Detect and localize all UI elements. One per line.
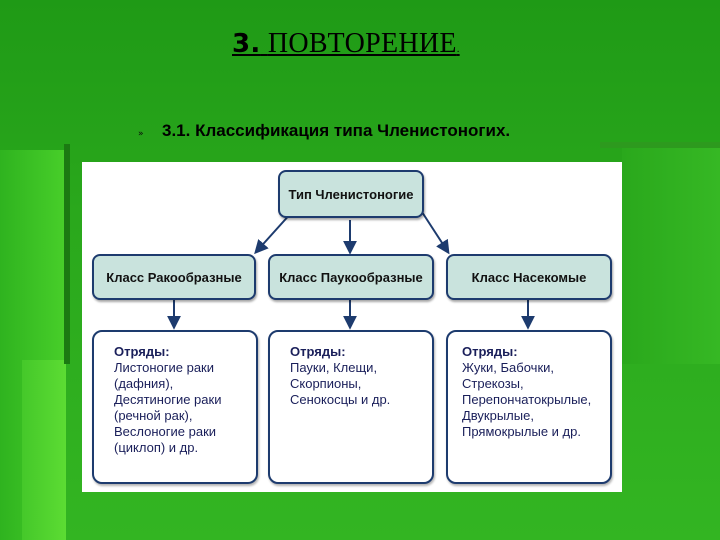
class-node-insects: Класс Насекомые <box>446 254 612 300</box>
orders-line: Скорпионы, <box>290 376 362 391</box>
orders-line: (речной рак), <box>114 408 193 423</box>
bullet-icon: » <box>138 129 144 139</box>
decor-stripe <box>600 142 720 148</box>
orders-line: Листоногие раки <box>114 360 214 375</box>
orders-line: (циклоп) и др. <box>114 440 199 455</box>
diagram-panel: Тип Членистоногие Класс Ракообразные Кла… <box>82 162 622 492</box>
arrow-root-right <box>421 211 450 255</box>
diagram-arrows <box>167 211 535 330</box>
orders-line: Жуки, Бабочки, <box>462 360 555 375</box>
orders-line: Прямокрылые и др. <box>462 424 581 439</box>
orders-heading: Отряды: <box>462 344 518 359</box>
orders-heading: Отряды: <box>290 344 346 359</box>
slide-title: 3. ПОВТОРЕНИЕ. <box>232 28 460 60</box>
orders-line: Стрекозы, <box>462 376 524 391</box>
orders-box-arachnids: Отряды: Пауки, Клещи, Скорпионы, Сенокос… <box>268 330 434 484</box>
class-node-label: Класс Насекомые <box>471 269 587 285</box>
orders-line: Десятиногие раки <box>114 392 222 407</box>
slide-subtitle: 3.1. Классификация типа Членистоногих. <box>162 121 511 140</box>
orders-line: Пауки, Клещи, <box>290 360 378 375</box>
orders-line: Сенокосцы и др. <box>290 392 391 407</box>
decor-stripe <box>622 144 720 364</box>
orders-heading: Отряды: <box>114 344 170 359</box>
orders-line: Двукрылые, <box>462 408 534 423</box>
class-node-label: Класс Ракообразные <box>106 269 242 285</box>
decor-stripe <box>22 360 66 540</box>
root-node: Тип Членистоногие <box>278 170 424 218</box>
title-number: 3. <box>232 29 261 59</box>
class-node-crustaceans: Класс Ракообразные <box>92 254 256 300</box>
orders-line: (дафния), <box>114 376 174 391</box>
decor-stripe <box>64 144 70 364</box>
root-node-label: Тип Членистоногие <box>288 186 414 202</box>
orders-line: Веслоногие раки <box>114 424 217 439</box>
orders-box-crustaceans: Отряды: Листоногие раки (дафния), Десяти… <box>92 330 258 484</box>
orders-line: Перепончатокрылые, <box>462 392 592 407</box>
title-text: ПОВТОРЕНИЕ <box>267 28 457 59</box>
arrow-root-left <box>254 211 293 255</box>
title-dot: . <box>456 44 460 55</box>
class-node-arachnids: Класс Паукообразные <box>268 254 434 300</box>
class-node-label: Класс Паукообразные <box>279 269 423 285</box>
orders-box-insects: Отряды: Жуки, Бабочки, Стрекозы, Перепон… <box>446 330 612 484</box>
